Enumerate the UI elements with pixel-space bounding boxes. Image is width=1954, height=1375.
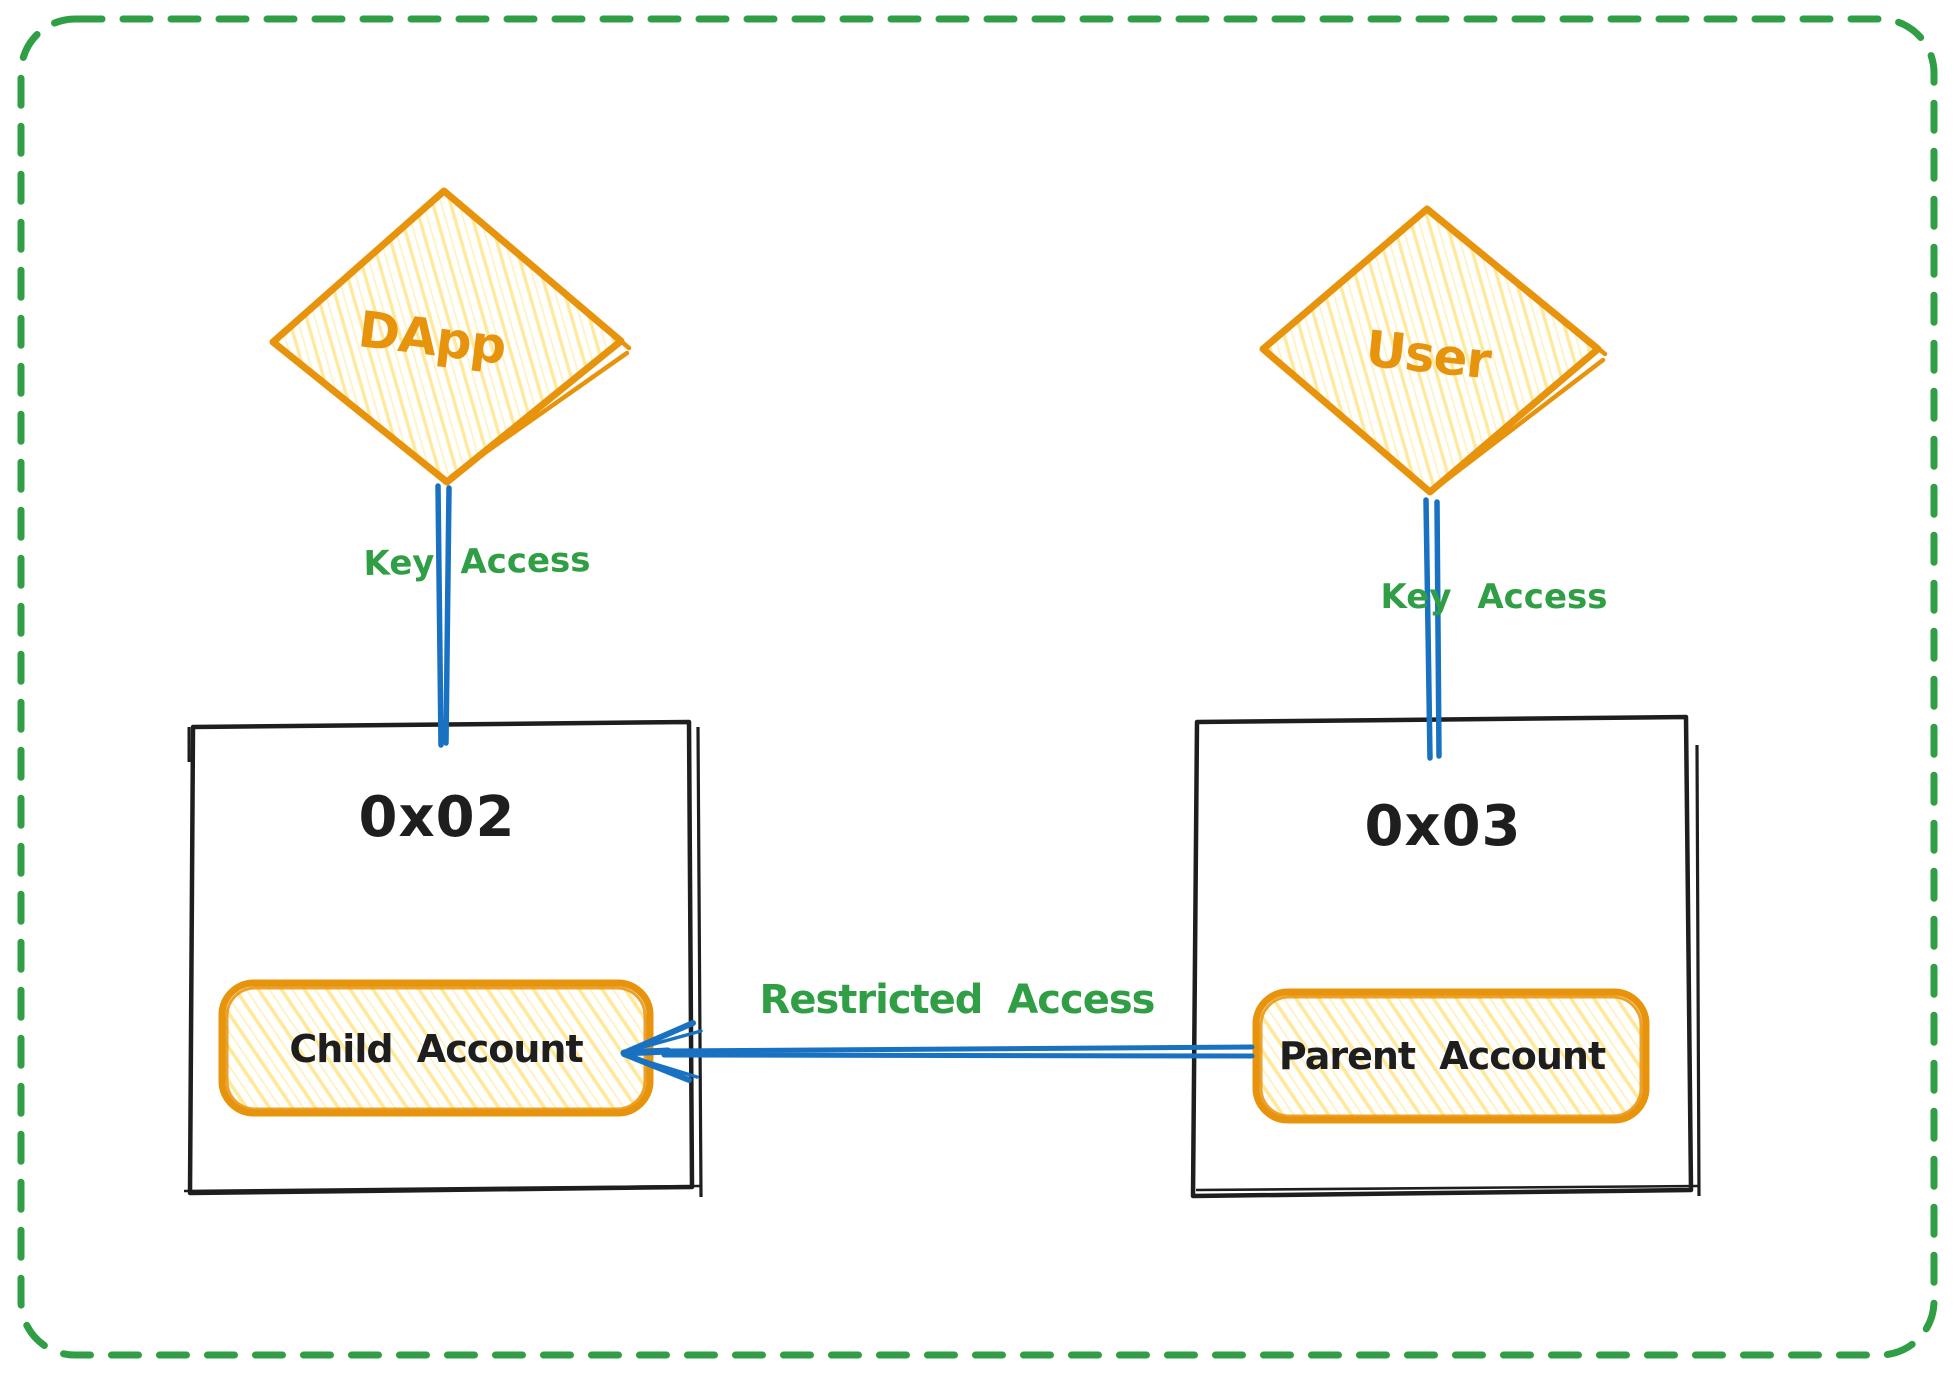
box-0x02-title: 0x02 xyxy=(358,785,516,850)
key-access-right-label: Key Access xyxy=(1380,577,1608,617)
user-key-access-connector xyxy=(1423,497,1442,761)
account-box-0x03 xyxy=(1190,714,1701,1199)
restricted-access-label: Restricted Access xyxy=(759,977,1156,1023)
parent-account-label: Parent Account xyxy=(1278,1034,1606,1078)
account-box-0x02 xyxy=(183,719,703,1198)
box-0x03-title: 0x03 xyxy=(1364,794,1522,859)
parent-account-pill xyxy=(1252,988,1650,1124)
child-account-pill xyxy=(218,979,654,1117)
child-account-label: Child Account xyxy=(289,1027,583,1071)
dapp-diamond xyxy=(269,187,632,486)
key-access-left-label: Key Access xyxy=(363,540,591,584)
restricted-access-arrow xyxy=(620,1020,1255,1083)
dapp-key-access-connector xyxy=(435,483,452,748)
user-label: User xyxy=(1362,319,1494,391)
frame-dashed-border xyxy=(17,15,1938,1359)
user-diamond xyxy=(1259,205,1608,496)
